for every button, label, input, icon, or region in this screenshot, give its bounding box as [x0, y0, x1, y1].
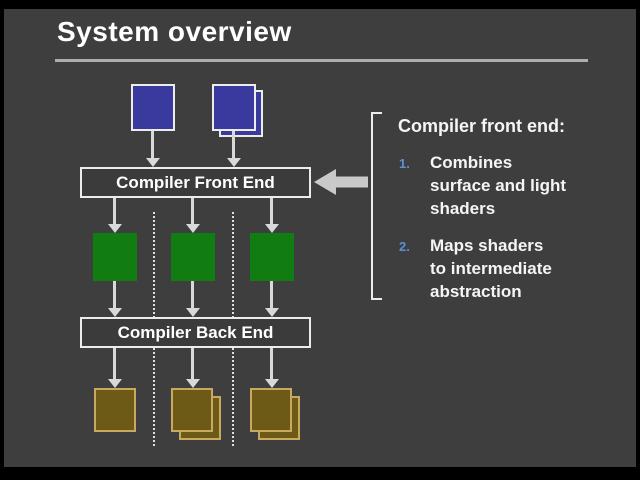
callout-item-text: Maps shaders to intermediate abstraction — [430, 236, 552, 301]
page-title: System overview — [57, 16, 292, 47]
green-intermediate-square — [93, 233, 137, 281]
flow-arrow — [108, 281, 122, 317]
blue-input-square-stack-front — [212, 84, 256, 131]
callout-item-number: 2. — [399, 239, 410, 254]
left-pointer-arrow-icon — [314, 169, 368, 195]
flow-arrow — [108, 198, 122, 233]
flow-arrow — [265, 281, 279, 317]
flow-arrow — [108, 348, 122, 388]
callout-bracket — [371, 112, 382, 300]
flow-arrow — [227, 131, 241, 167]
green-intermediate-square — [171, 233, 215, 281]
brown-output-square-stack-front — [171, 388, 213, 432]
brown-output-square-stack-front — [250, 388, 292, 432]
callout-item-text: Combines surface and light shaders — [430, 153, 567, 218]
flow-arrow — [265, 348, 279, 388]
flow-arrow — [186, 281, 200, 317]
flow-arrow — [186, 198, 200, 233]
front-end-label: Compiler Front End — [116, 172, 275, 192]
callout-heading: Compiler front end: — [398, 116, 565, 136]
front-end-box: Compiler Front End — [80, 167, 311, 198]
back-end-box: Compiler Back End — [80, 317, 311, 348]
title-underline — [55, 59, 588, 62]
callout-item-number: 1. — [399, 156, 410, 171]
flow-arrow — [265, 198, 279, 233]
flow-arrow — [186, 348, 200, 388]
back-end-label: Compiler Back End — [117, 322, 274, 342]
flow-arrow — [146, 131, 160, 167]
brown-output-square — [94, 388, 136, 432]
green-intermediate-square — [250, 233, 294, 281]
blue-input-square — [131, 84, 175, 131]
